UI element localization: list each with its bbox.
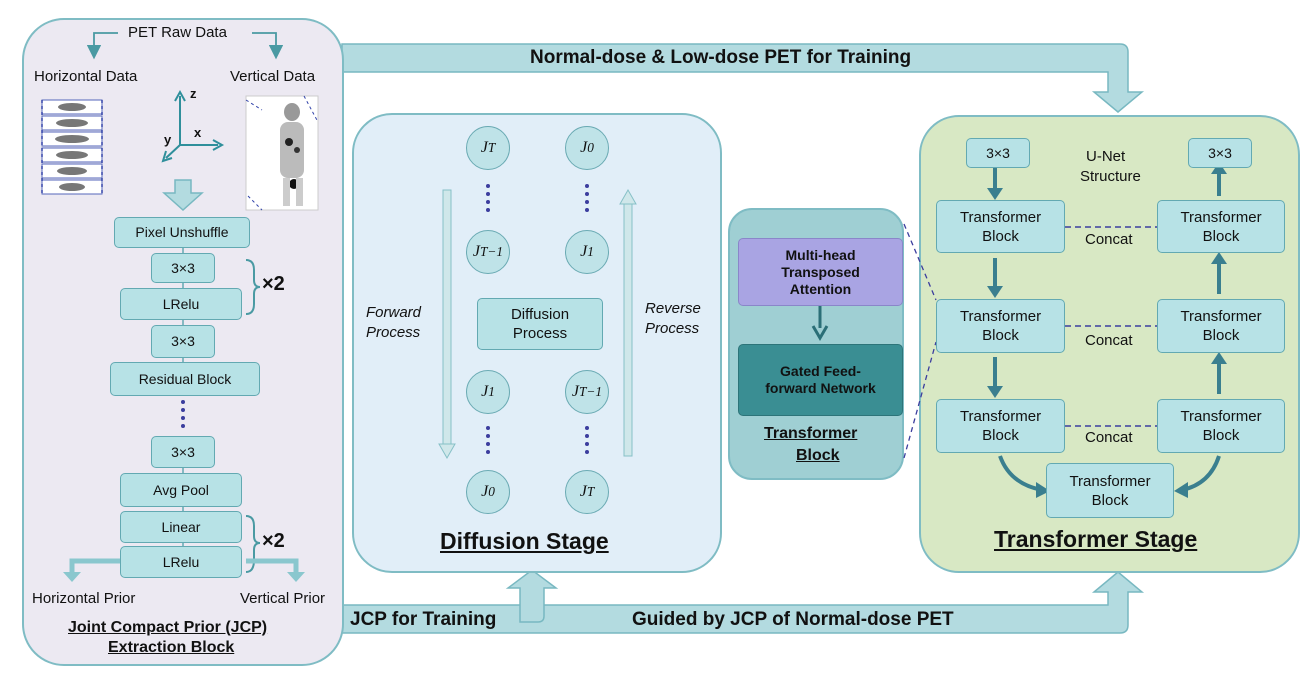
diffusion-process-line1: Diffusion — [510, 306, 570, 323]
avg-pool-box: Avg Pool — [120, 473, 242, 507]
diffusion-stage-title: Diffusion Stage — [440, 528, 609, 554]
transformer-block-title-line2: Block — [796, 447, 840, 464]
forward-process-arrow — [438, 189, 456, 460]
bottleneck-block: Transformer Block — [1046, 463, 1174, 518]
gffn-line2: forward Network — [765, 380, 876, 396]
zoom-lines — [903, 223, 937, 459]
raw-data-label: PET Raw Data — [128, 24, 227, 41]
horizontal-prior-arrow — [69, 558, 120, 574]
transformer-stage-title: Transformer Stage — [994, 526, 1198, 552]
conv-out-box: 3×3 — [1188, 138, 1252, 168]
decoder-block-1: Transformer Block — [1157, 200, 1285, 253]
axis-x-label: x — [194, 125, 202, 140]
forward-process-line2: Process — [366, 324, 421, 341]
conv-3x3-box-3: 3×3 — [151, 436, 215, 468]
linear-box: Linear — [120, 511, 242, 543]
reverse-process-line2: Process — [645, 320, 700, 337]
repeat-label-1: ×2 — [262, 273, 285, 295]
decoder-block-3-line2: Block — [1202, 427, 1240, 444]
raw-left-arrow — [86, 32, 118, 60]
axis-y-label: y — [164, 132, 172, 147]
gffn-box: Gated Feed- forward Network — [738, 344, 903, 416]
encoder-block-2-line1: Transformer — [959, 308, 1042, 325]
bottleneck-block-line1: Transformer — [1069, 472, 1151, 490]
encoder-block-1: Transformer Block — [936, 200, 1065, 253]
decoder-block-2-line2: Block — [1202, 327, 1240, 344]
axis-z-label: z — [190, 86, 197, 101]
horizontal-slices-image — [41, 99, 103, 195]
jcp-title-line2: Extraction Block — [108, 639, 235, 656]
horizontal-data-label: Horizontal Data — [34, 68, 138, 85]
decoder-block-1-line1: Transformer — [1180, 208, 1262, 226]
unet-label-line1: U-Net — [1086, 148, 1126, 165]
gffn-line1: Gated Feed- — [780, 363, 861, 379]
repeat-label-2: ×2 — [262, 530, 285, 552]
conv-in-box: 3×3 — [966, 138, 1030, 168]
banner-guided: Guided by JCP of Normal-dose PET — [632, 609, 954, 630]
lrelu-box-1: LRelu — [120, 288, 242, 320]
diffusion-process-box: Diffusion Process — [477, 298, 603, 350]
pixel-unshuffle-box: Pixel Unshuffle — [114, 217, 250, 248]
reverse-process-line1: Reverse — [645, 300, 701, 317]
encoder-block-2: Transformer Block — [936, 299, 1065, 353]
banner-top: Normal-dose & Low-dose PET for Training — [530, 47, 912, 68]
decoder-block-3-line1: Transformer — [1180, 408, 1262, 425]
encoder-block-1-line1: Transformer — [959, 208, 1042, 226]
concat-label-1: Concat — [1085, 231, 1133, 248]
conv-3x3-box-1: 3×3 — [151, 253, 215, 283]
diffusion-dots — [486, 184, 589, 454]
vertical-data-label: Vertical Data — [230, 68, 316, 85]
raw-right-arrow — [252, 32, 284, 60]
banner-jcp-training: JCP for Training — [350, 609, 497, 630]
encoder-block-3: Transformer Block — [936, 399, 1065, 453]
mhta-line3: Attention — [789, 280, 852, 297]
encoder-block-3-line2: Block — [982, 427, 1019, 444]
decoder-block-2-line1: Transformer — [1180, 308, 1262, 325]
xyz-axes — [161, 89, 225, 163]
down-block-arrow — [162, 179, 204, 212]
mhta-box: Multi-head Transposed Attention — [738, 238, 903, 306]
bottleneck-block-line2: Block — [1091, 491, 1129, 509]
horizontal-prior-label: Horizontal Prior — [32, 590, 136, 607]
decoder-block-3: Transformer Block — [1157, 399, 1285, 453]
transformer-block-title-line1: Transformer — [764, 425, 858, 442]
repeat-brace-1 — [245, 259, 261, 315]
encoder-block-3-line1: Transformer — [959, 408, 1042, 425]
lrelu-box-2: LRelu — [120, 546, 242, 578]
vertical-prior-arrow — [246, 558, 299, 574]
residual-block-box: Residual Block — [110, 362, 260, 396]
mhta-line2: Transposed — [781, 263, 860, 280]
extraction-dots — [181, 400, 185, 428]
encoder-block-2-line2: Block — [982, 327, 1019, 344]
decoder-block-2: Transformer Block — [1157, 299, 1285, 353]
jcp-title-line1: Joint Compact Prior (JCP) — [68, 619, 268, 636]
top-flow-band — [341, 43, 1145, 113]
vertical-pet-image — [245, 95, 319, 211]
forward-process-line1: Forward — [366, 304, 422, 321]
encoder-block-1-line2: Block — [982, 227, 1019, 245]
unet-label-line2: Structure — [1080, 168, 1141, 185]
conv-3x3-box-2: 3×3 — [151, 325, 215, 358]
vertical-prior-label: Vertical Prior — [240, 590, 326, 607]
mhta-line1: Multi-head — [785, 246, 856, 263]
concat-label-3: Concat — [1085, 429, 1133, 446]
repeat-brace-2 — [245, 515, 261, 573]
reverse-process-arrow — [619, 188, 637, 457]
decoder-block-1-line2: Block — [1202, 227, 1240, 245]
diffusion-process-line2: Process — [512, 325, 568, 342]
concat-label-2: Concat — [1085, 332, 1133, 349]
